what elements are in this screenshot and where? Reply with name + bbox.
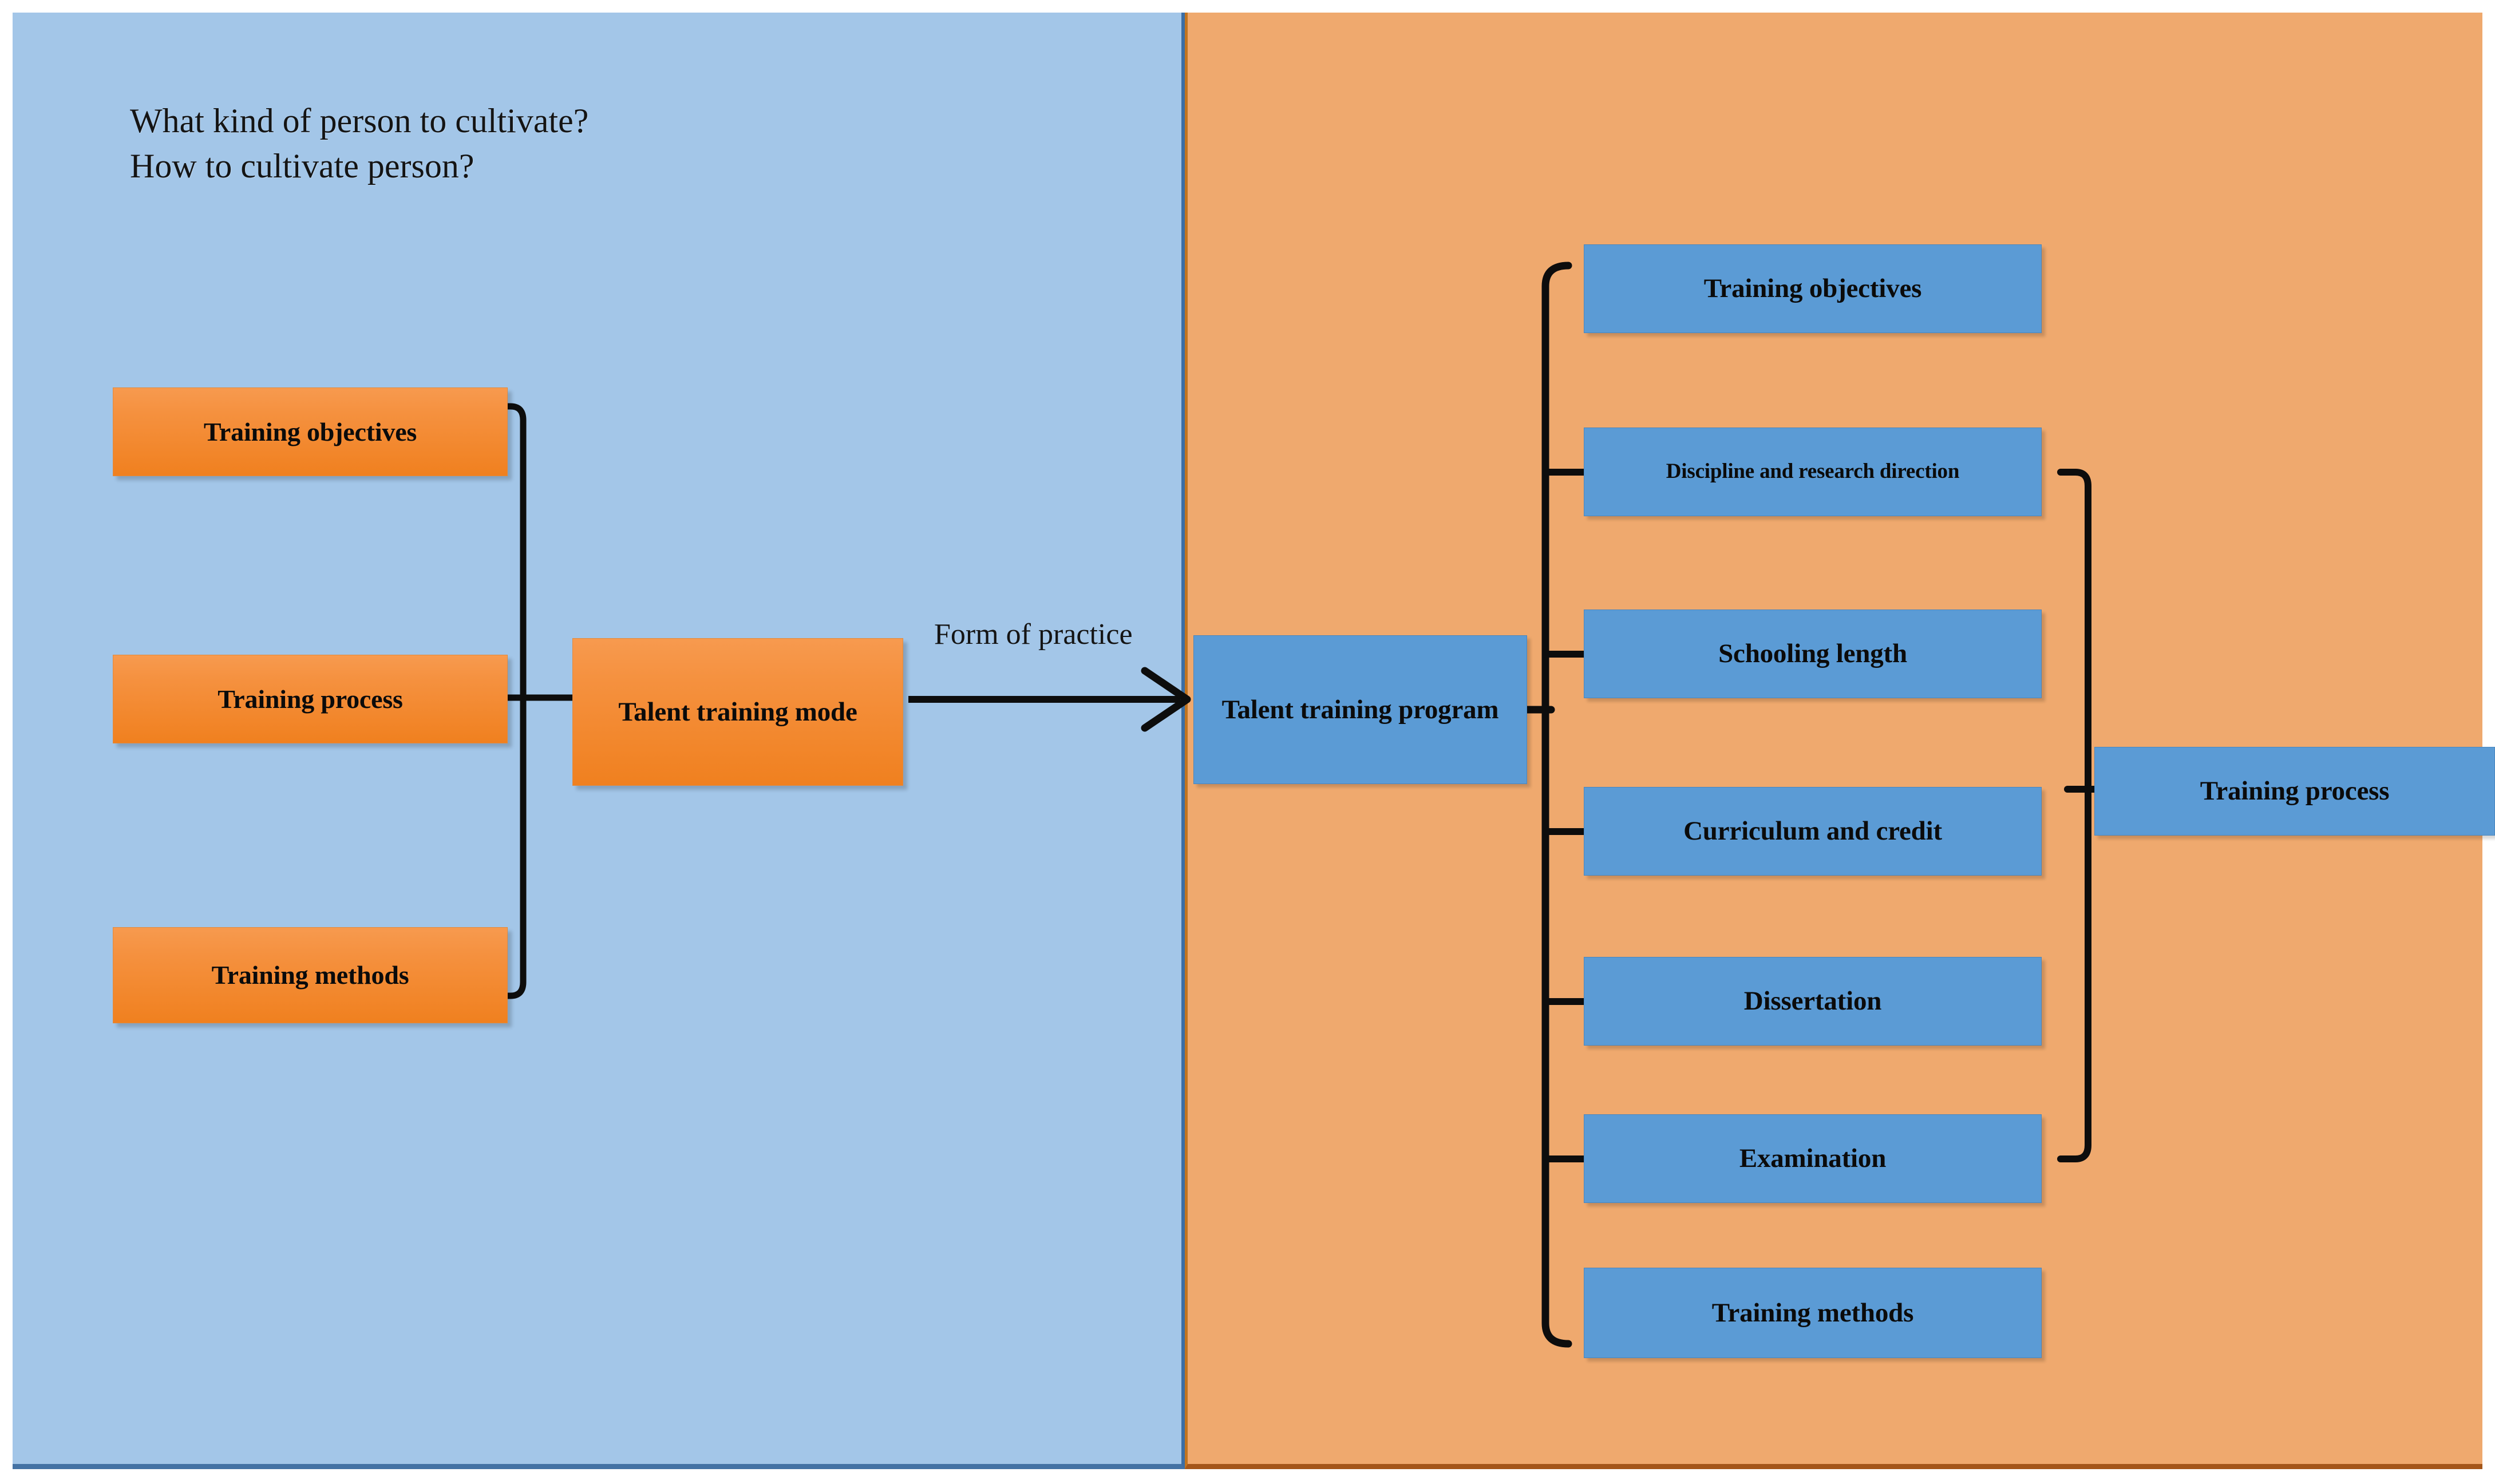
node-training-methods-right[interactable]: Training methods bbox=[1584, 1268, 2042, 1358]
node-training-process-right[interactable]: Training process bbox=[2094, 747, 2495, 836]
diagram-canvas: What kind of person to cultivate? How to… bbox=[13, 13, 2495, 1469]
node-training-methods-left[interactable]: Training methods bbox=[113, 927, 508, 1023]
node-talent-training-program[interactable]: Talent training program bbox=[1193, 635, 1527, 784]
node-curriculum-and-credit[interactable]: Curriculum and credit bbox=[1584, 787, 2042, 876]
node-training-objectives-right[interactable]: Training objectives bbox=[1584, 244, 2042, 333]
node-discipline-and-research-direction[interactable]: Discipline and research direction bbox=[1584, 428, 2042, 516]
node-dissertation[interactable]: Dissertation bbox=[1584, 957, 2042, 1046]
headline-questions: What kind of person to cultivate? How to… bbox=[130, 102, 589, 185]
node-talent-training-mode[interactable]: Talent training mode bbox=[572, 638, 903, 786]
node-training-process-left[interactable]: Training process bbox=[113, 655, 508, 743]
form-of-practice-label: Form of practice bbox=[934, 618, 1133, 651]
node-examination[interactable]: Examination bbox=[1584, 1114, 2042, 1203]
node-schooling-length[interactable]: Schooling length bbox=[1584, 610, 2042, 698]
node-training-objectives-left[interactable]: Training objectives bbox=[113, 387, 508, 476]
